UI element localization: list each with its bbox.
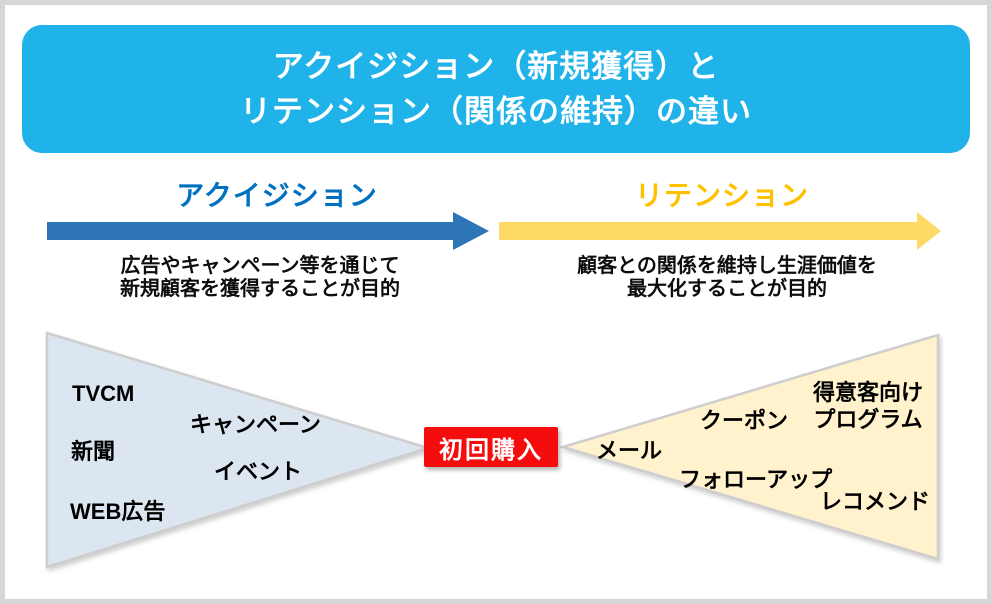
acquisition-label: アクイジション <box>176 180 378 211</box>
retention-channel-coupon: クーポン <box>700 408 789 433</box>
first-purchase-badge: 初回購入 <box>424 427 558 467</box>
retention-channel-loyalty-program: 得意客向け プログラム <box>812 380 923 432</box>
retention-description-line-2: 最大化することが目的 <box>627 278 827 300</box>
retention-label: リテンション <box>634 180 809 211</box>
funnel-shapes <box>45 331 940 569</box>
acquisition-channel-web-ads: WEB広告 <box>70 499 166 524</box>
retention-description: 顧客との関係を維持し生涯価値を 最大化することが目的 <box>522 255 932 301</box>
page-title-line-2: リテンション（関係の維持）の違い <box>240 94 752 129</box>
acquisition-channel-event: イベント <box>214 459 303 484</box>
retention-arrow-icon <box>499 212 941 250</box>
acquisition-arrow-icon <box>47 212 489 250</box>
acquisition-description: 広告やキャンペーン等を通じて 新規顧客を獲得することが目的 <box>60 255 460 301</box>
page-title-line-1: アクイジション（新規獲得）と <box>272 49 720 84</box>
title-banner: アクイジション（新規獲得）と リテンション（関係の維持）の違い <box>22 25 970 153</box>
retention-channel-followup: フォローアップ <box>679 467 833 492</box>
acquisition-funnel-shape <box>45 331 433 569</box>
acquisition-description-line-1: 広告やキャンペーン等を通じて <box>120 255 400 277</box>
retention-channel-mail: メール <box>596 438 663 463</box>
acquisition-channel-tvcm: TVCM <box>72 381 135 406</box>
timeline-arrows <box>47 212 941 250</box>
retention-funnel-shape <box>558 333 940 561</box>
retention-channel-recommend: レコメンド <box>820 489 931 514</box>
acquisition-description-line-2: 新規顧客を獲得することが目的 <box>120 278 400 300</box>
acquisition-channel-campaign: キャンペーン <box>190 412 321 437</box>
acquisition-channel-newspaper: 新聞 <box>71 439 116 464</box>
retention-description-line-1: 顧客との関係を維持し生涯価値を <box>577 255 877 277</box>
